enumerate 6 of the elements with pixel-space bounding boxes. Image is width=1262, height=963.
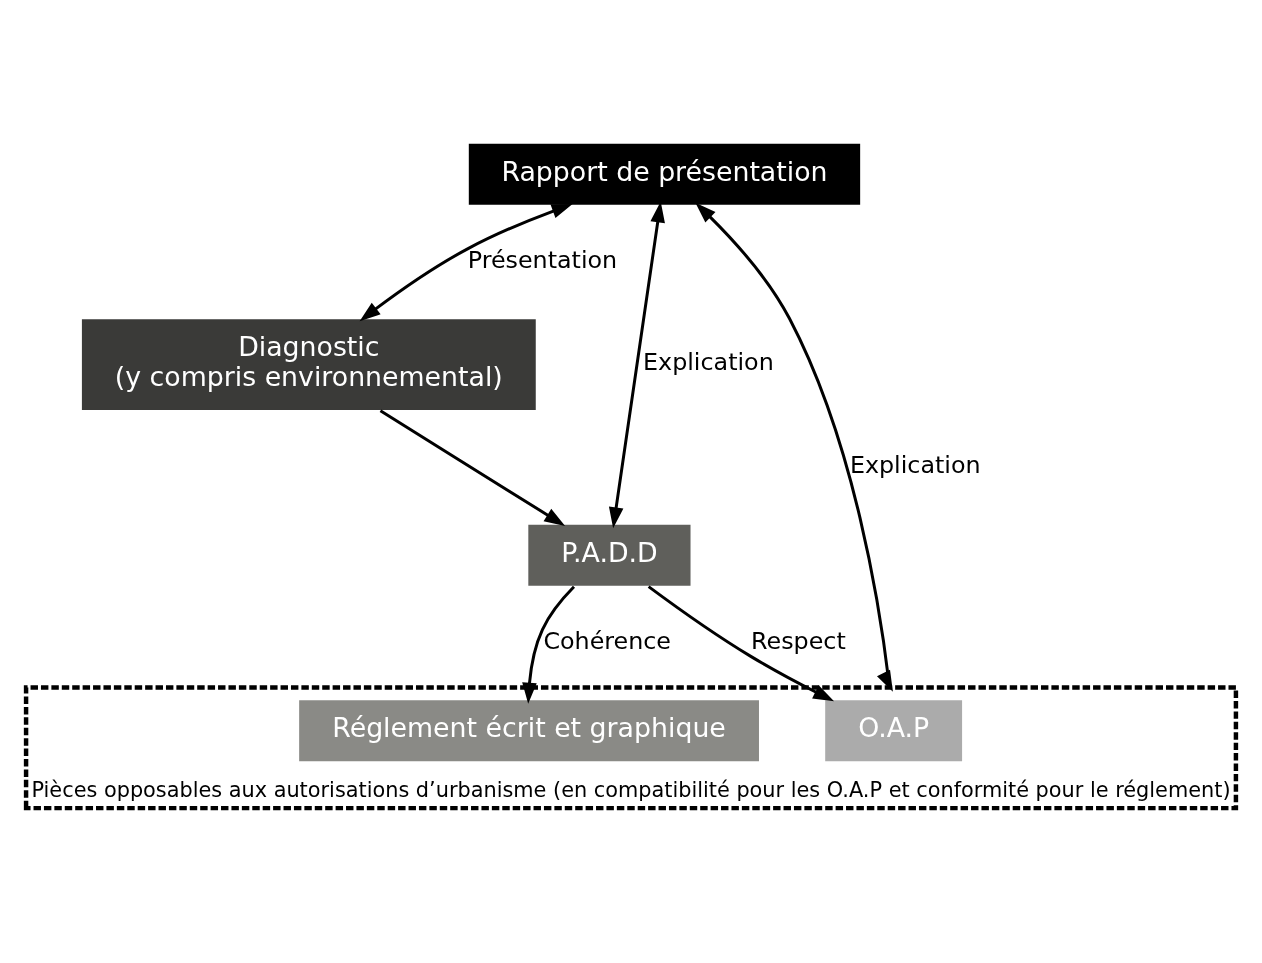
- edge-label: Présentation: [467, 245, 618, 274]
- edge-label: Respect: [751, 626, 846, 655]
- edge-label: Explication: [643, 348, 774, 377]
- node-label: Pièces opposables aux autorisations d’urbanisme (en compatibilité pour les O.A.P et conformité pour le réglement): [31, 777, 1231, 802]
- edge-label: Cohérence: [543, 626, 671, 655]
- edge-label: Explication: [849, 451, 981, 480]
